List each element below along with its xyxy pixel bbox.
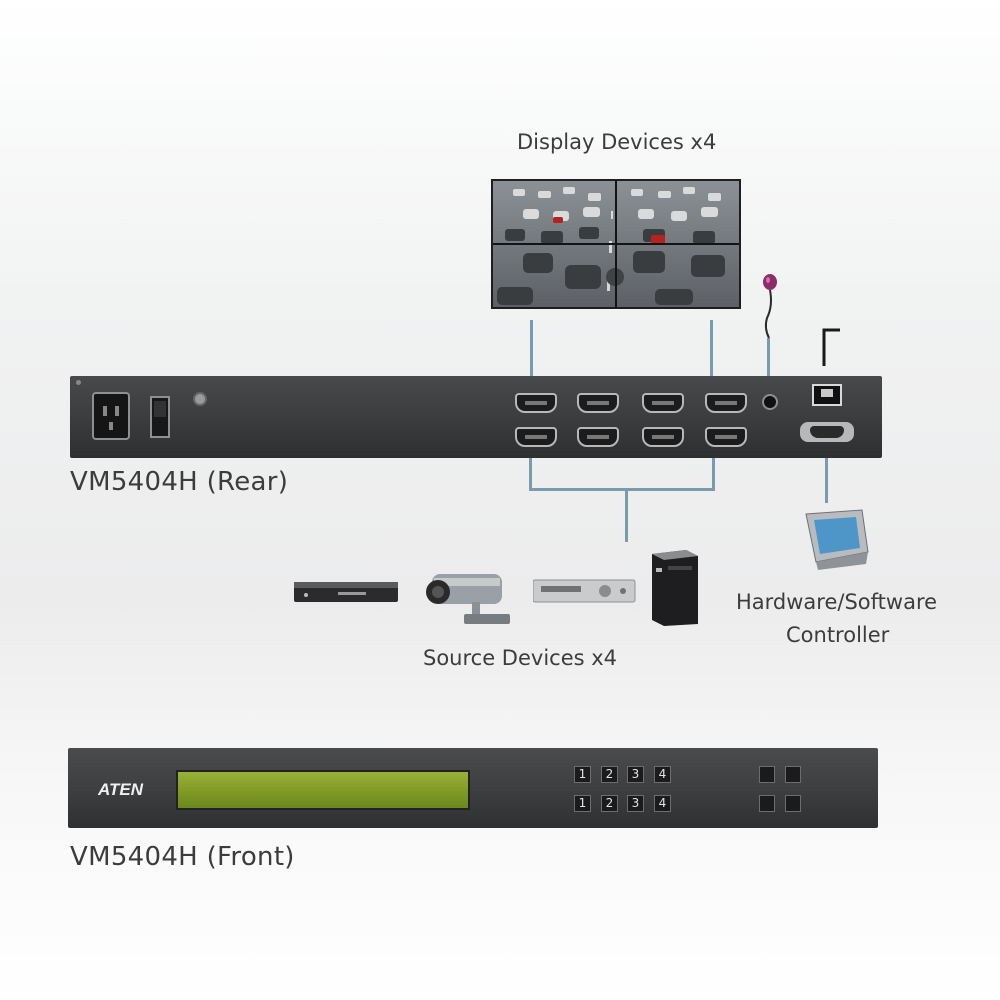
security-camera-icon [426,574,510,624]
power-socket [92,392,130,440]
screw-icon [76,380,81,385]
power-switch [150,396,170,438]
front-button-top-4[interactable]: 4 [654,766,671,783]
rear-panel [70,376,882,458]
rj45-port [812,384,842,406]
ground-screw-icon [193,392,207,406]
aten-logo: ATEN [98,780,144,799]
ir-receiver-icon [763,274,777,339]
hdmi-port-out-2 [577,393,619,413]
video-wall-displays [491,179,741,309]
source-link-bar [529,488,715,491]
front-button-bottom-1[interactable]: 1 [574,795,591,812]
hdmi-port-in-3 [642,427,684,447]
front-button-top-3[interactable]: 3 [627,766,644,783]
hdmi-port-out-3 [642,393,684,413]
source-link-stem [625,490,628,542]
controller-label-line1: Hardware/Software [736,590,938,614]
traffic-scene-image [493,181,739,307]
display-link-right [710,320,713,376]
media-receiver-icon [533,579,636,603]
display-devices-label: Display Devices x4 [517,130,717,154]
front-view-label: VM5404H (Front) [70,842,295,872]
front-function-button-3[interactable] [759,795,775,812]
hdmi-port-in-2 [577,427,619,447]
front-button-top-2[interactable]: 2 [601,766,618,783]
touch-panel-controller-icon [805,509,869,570]
ir-port [762,394,778,410]
rear-view-label: VM5404H (Rear) [70,467,289,497]
hdmi-port-in-1 [515,427,557,447]
controller-link [825,455,828,503]
rs232-port [800,422,854,442]
source-devices-label: Source Devices x4 [423,646,618,670]
lcd-display [176,770,470,810]
front-button-bottom-2[interactable]: 2 [601,795,618,812]
source-link-left [529,458,532,490]
ir-link [767,338,770,378]
front-button-bottom-3[interactable]: 3 [627,795,644,812]
display-link-left [530,320,533,376]
ethernet-cable-icon [822,328,840,366]
hdmi-port-in-4 [705,427,747,447]
front-function-button-4[interactable] [785,795,801,812]
hdmi-port-out-4 [705,393,747,413]
controller-label-line2: Controller [786,623,890,647]
front-button-bottom-4[interactable]: 4 [654,795,671,812]
dvd-player-icon [294,582,398,602]
source-link-right [712,458,715,490]
front-function-button-1[interactable] [759,766,775,783]
hdmi-port-out-1 [515,393,557,413]
front-button-top-1[interactable]: 1 [574,766,591,783]
front-function-button-2[interactable] [785,766,801,783]
desktop-pc-icon [652,550,698,626]
